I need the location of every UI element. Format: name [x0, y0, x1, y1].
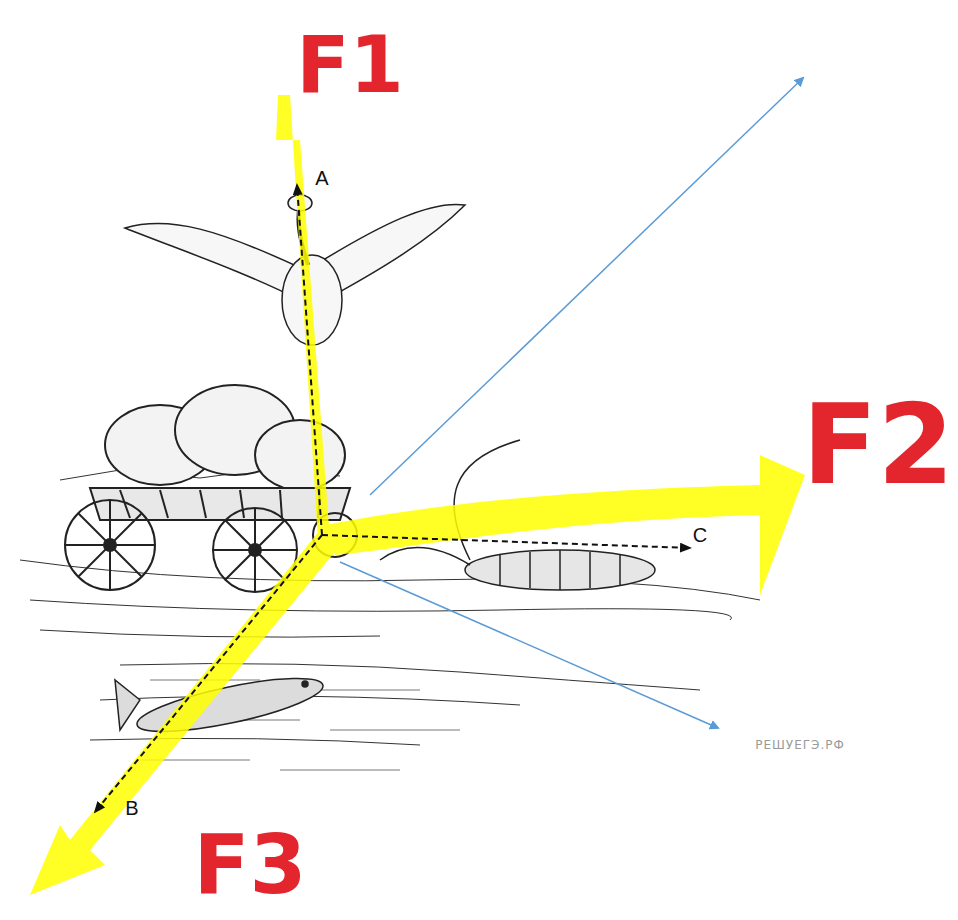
force-arrows: [95, 185, 690, 812]
swan: [125, 195, 465, 345]
point-label: C: [693, 525, 707, 545]
blue-lines: [340, 78, 803, 728]
watermark: РЕШУЕГЭ.РФ: [755, 739, 845, 751]
force-label: F2: [802, 390, 954, 500]
point-label: A: [315, 168, 328, 188]
force-label: F1: [296, 26, 404, 104]
force-label: F3: [193, 824, 306, 906]
point-label: B: [125, 798, 138, 818]
highlight-arrows: [30, 95, 805, 895]
